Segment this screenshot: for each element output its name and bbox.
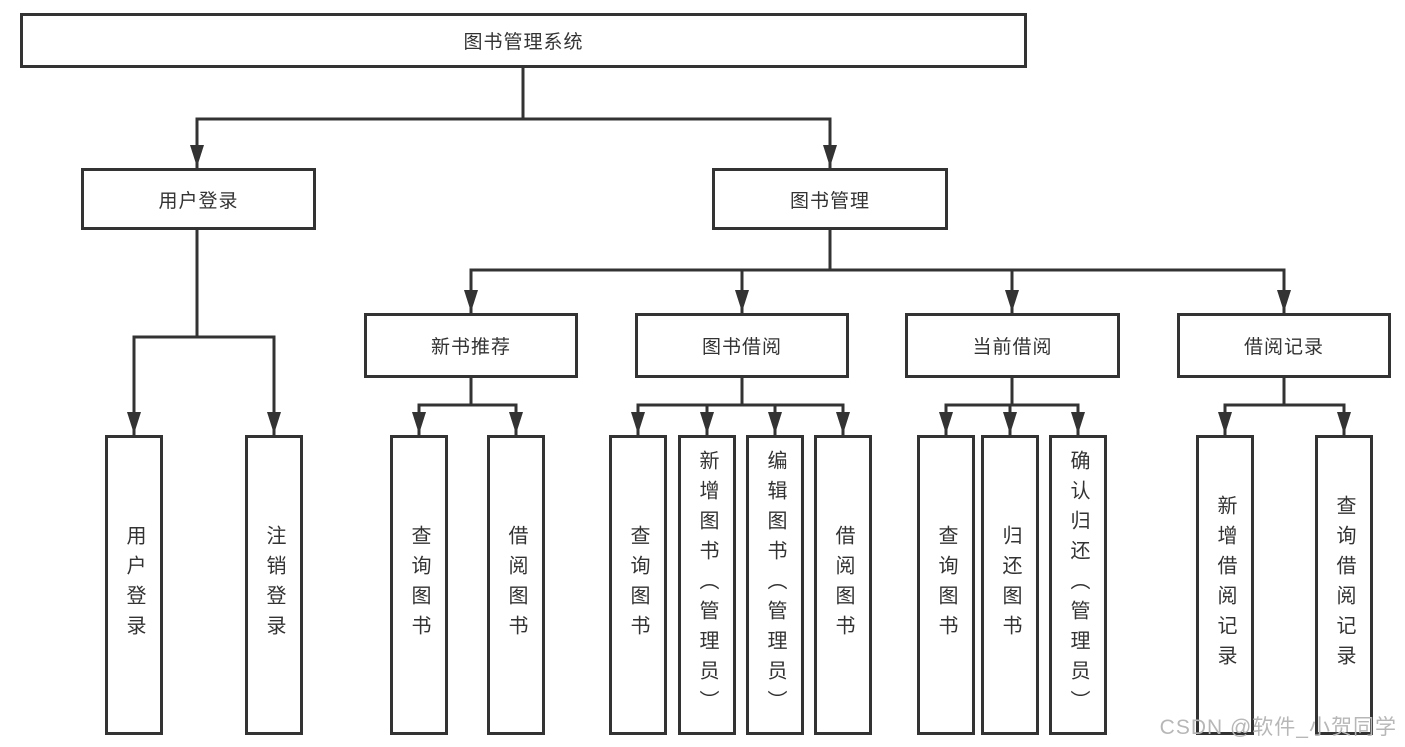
leaf-query-borrow-record: 查询借阅记录 — [1315, 435, 1373, 735]
leaf-query-books-current: 查询图书 — [917, 435, 975, 735]
leaf-add-borrow-record: 新增借阅记录 — [1196, 435, 1254, 735]
leaf-user-login: 用户登录 — [105, 435, 163, 735]
node-borrow-records: 借阅记录 — [1177, 313, 1391, 378]
node-new-book-recommend: 新书推荐 — [364, 313, 578, 378]
node-root: 图书管理系统 — [20, 13, 1027, 68]
leaf-add-books-admin: 新增图书（管理员） — [678, 435, 736, 735]
node-current-borrow: 当前借阅 — [905, 313, 1120, 378]
leaf-edit-books-admin: 编辑图书（管理员） — [746, 435, 804, 735]
node-user-login: 用户登录 — [81, 168, 316, 230]
leaf-borrow-books-borrow: 借阅图书 — [814, 435, 872, 735]
leaf-query-books-recommend: 查询图书 — [390, 435, 448, 735]
leaf-confirm-return-admin: 确认归还（管理员） — [1049, 435, 1107, 735]
node-book-management: 图书管理 — [712, 168, 948, 230]
leaf-logout-login: 注销登录 — [245, 435, 303, 735]
leaf-query-books-borrow: 查询图书 — [609, 435, 667, 735]
csdn-watermark: CSDN @软件_小贺同学 — [1159, 716, 1397, 739]
leaf-borrow-books-recommend: 借阅图书 — [487, 435, 545, 735]
node-book-borrow: 图书借阅 — [635, 313, 849, 378]
leaf-return-books: 归还图书 — [981, 435, 1039, 735]
